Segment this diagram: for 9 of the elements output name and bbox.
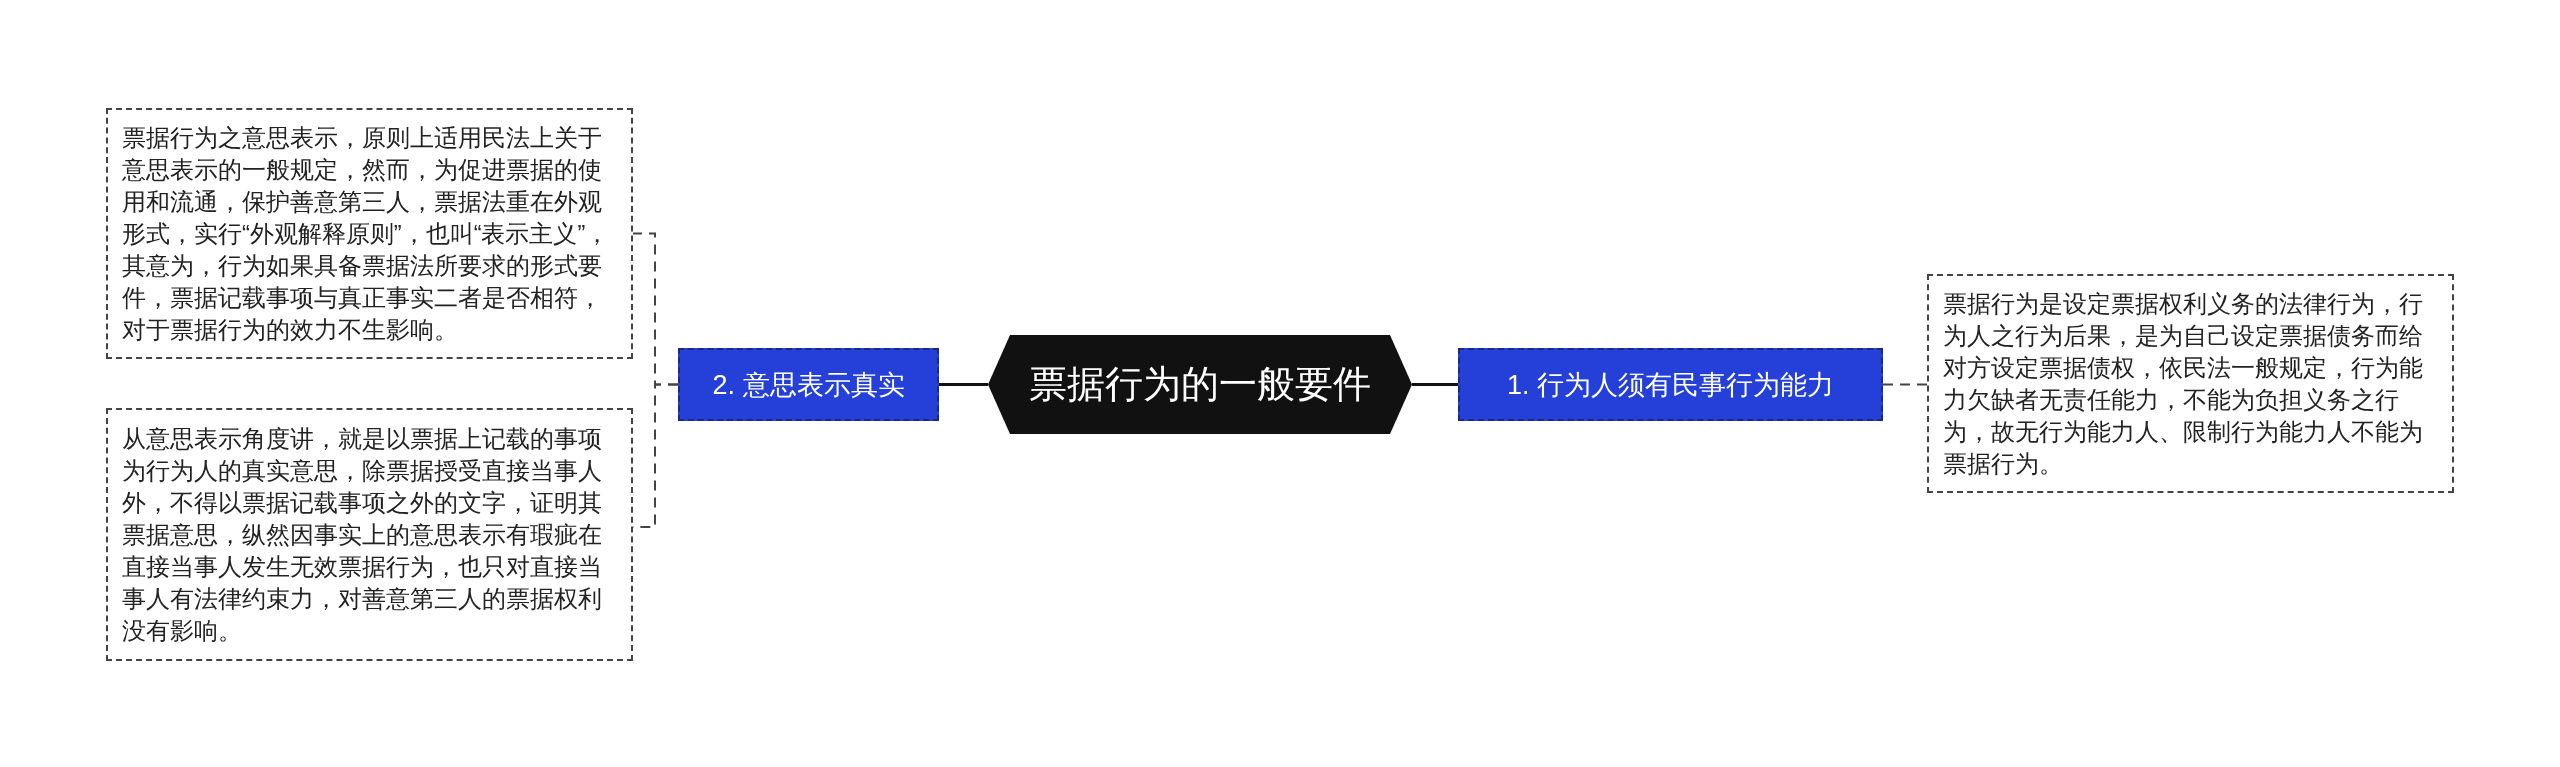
connector-line [1882, 383, 1928, 386]
note-box: 票据行为是设定票据权利义务的法律行为，行为人之行为后果，是为自己设定票据债务而给对方设定票据债权，依民法一般规定，行为能力欠缺者无责任能力，不能为负担义务之行为，故无行为能力人、限制行为能力人不能为票据行为。 [1927, 274, 2454, 493]
note-box: 票据行为之意思表示，原则上适用民法上关于意思表示的一般规定，然而，为促进票据的使用和流通，保护善意第三人，票据法重在外观形式，实行“外观解释原则”，也叫“表示主义”，其意为，行为如果具备票据法所要求的形式要件，票据记载事项与真正事实二者是否相符，对于票据行为的效力不生影响。 [106, 108, 633, 359]
branch-box: 2. 意思表示真实 [678, 348, 939, 421]
connector-line [1412, 383, 1458, 386]
topic-hexagon: 票据行为的一般要件 [988, 335, 1412, 434]
branch-box: 1. 行为人须有民事行为能力 [1458, 348, 1883, 421]
connector-line [939, 383, 988, 386]
note-box: 从意思表示角度讲，就是以票据上记载的事项为行为人的真实意思，除票据授受直接当事人外，不得以票据记载事项之外的文字，证明其票据意思，纵然因事实上的意思表示有瑕疵在直接当事人发生无效票据行为，也只对直接当事人有法律约束力，对善意第三人的票据权利没有影响。 [106, 408, 633, 661]
